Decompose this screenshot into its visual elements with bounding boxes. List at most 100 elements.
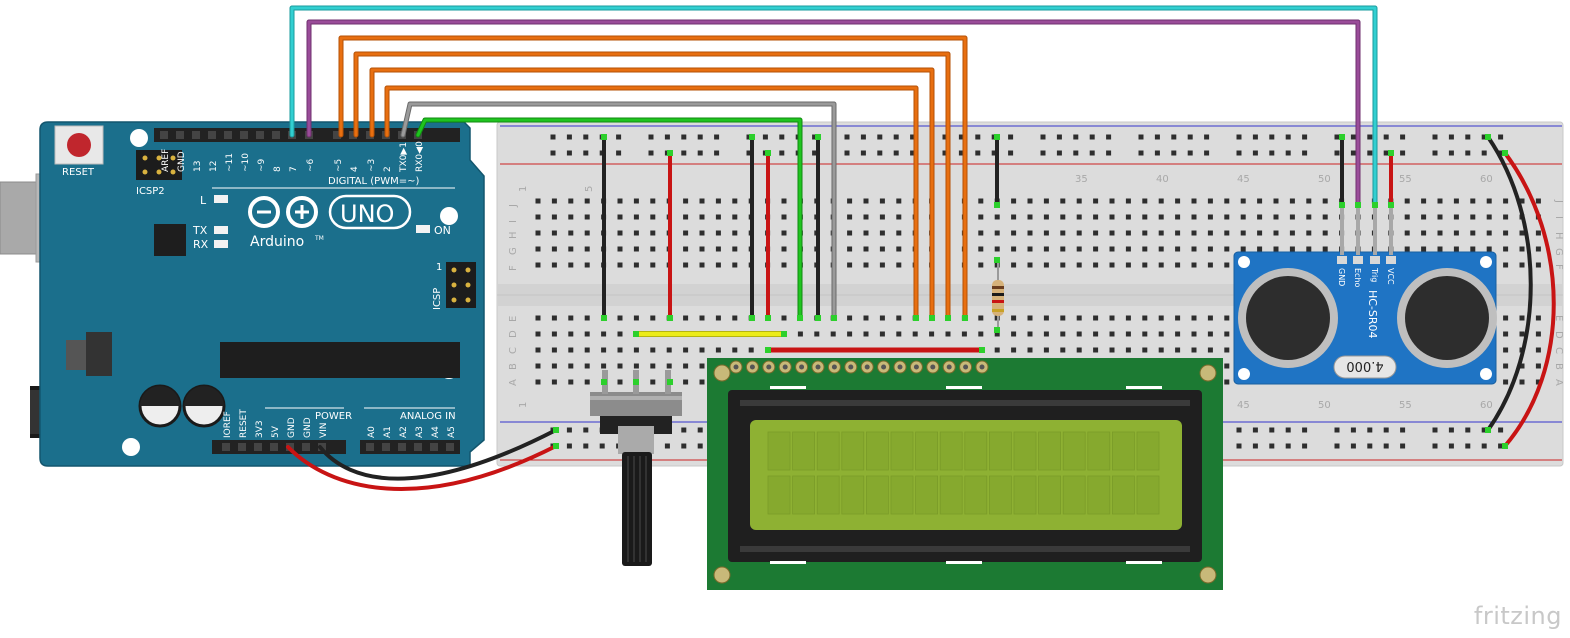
- breadboard-hole: [896, 315, 902, 321]
- board-name: UNO: [340, 200, 394, 228]
- wire-endpoint: [749, 315, 755, 321]
- lcd-character-cell: [890, 475, 914, 515]
- breadboard-hole: [1334, 134, 1340, 140]
- breadboard-row-letter: G: [1553, 248, 1564, 256]
- breadboard-hole: [1257, 198, 1263, 204]
- wire-endpoint: [797, 315, 803, 321]
- breadboard-hole: [699, 379, 705, 385]
- breadboard-hole: [568, 347, 574, 353]
- breadboard-hole: [566, 150, 572, 156]
- breadboard-hole: [912, 331, 918, 337]
- breadboard-hole: [994, 214, 1000, 220]
- breadboard-hole: [1191, 198, 1197, 204]
- breadboard-hole: [1289, 198, 1295, 204]
- breadboard-row-letter: B: [1553, 363, 1564, 370]
- header-pin: [446, 443, 454, 451]
- breadboard-hole: [1302, 134, 1308, 140]
- breadboard-hole: [781, 262, 787, 268]
- breadboard-hole: [945, 331, 951, 337]
- sensor-pin: [1356, 205, 1360, 255]
- breadboard-hole: [650, 379, 656, 385]
- breadboard-hole: [1535, 331, 1541, 337]
- breadboard-hole: [1273, 246, 1279, 252]
- breadboard-hole: [1481, 443, 1487, 449]
- breadboard-hole: [1224, 347, 1230, 353]
- breadboard-hole: [1350, 150, 1356, 156]
- breadboard-column-number: 1: [518, 186, 529, 192]
- digital-pin-label: RX0◀0: [415, 141, 425, 172]
- breadboard-hole: [1257, 246, 1263, 252]
- breadboard-hole: [1191, 262, 1197, 268]
- breadboard-hole: [978, 214, 984, 220]
- reset-label: RESET: [62, 167, 95, 178]
- header-pin: [176, 131, 184, 139]
- lcd-character-cell: [792, 475, 815, 515]
- breadboard-hole: [1289, 214, 1295, 220]
- breadboard-hole: [1519, 246, 1525, 252]
- breadboard-hole: [1383, 134, 1389, 140]
- wire-endpoint: [1388, 202, 1394, 208]
- breadboard-hole: [601, 363, 607, 369]
- digital-pin-label: ~3: [367, 159, 377, 172]
- breadboard-hole: [1027, 315, 1033, 321]
- breadboard-hole: [994, 246, 1000, 252]
- breadboard-hole: [847, 214, 853, 220]
- breadboard-hole: [746, 150, 752, 156]
- led-rx-label: RX: [193, 238, 209, 251]
- wires: [286, 5, 1556, 491]
- breadboard-hole: [1175, 331, 1181, 337]
- analog-header: [360, 440, 460, 454]
- breadboard-hole: [1224, 331, 1230, 337]
- breadboard-hole: [1207, 230, 1213, 236]
- wire-endpoint: [1372, 202, 1378, 208]
- breadboard-hole: [1322, 214, 1328, 220]
- breadboard-hole: [617, 246, 623, 252]
- crystal-label: 4.000: [1346, 358, 1383, 373]
- breadboard-hole: [683, 198, 689, 204]
- breadboard-hole: [1252, 443, 1258, 449]
- breadboard-hole: [1043, 262, 1049, 268]
- breadboard-hole: [715, 347, 721, 353]
- breadboard-hole: [1367, 150, 1373, 156]
- breadboard-hole: [1027, 214, 1033, 220]
- power-pin-label: GND: [287, 417, 297, 438]
- breadboard-hole: [1448, 134, 1454, 140]
- breadboard-hole: [877, 150, 883, 156]
- breadboard-row-letter: E: [1553, 315, 1564, 321]
- breadboard-row-letter: C: [1553, 347, 1564, 354]
- breadboard-hole: [633, 198, 639, 204]
- breadboard-column-number: 60: [1480, 400, 1493, 411]
- breadboard-hole: [732, 230, 738, 236]
- breadboard-hole: [1367, 443, 1373, 449]
- breadboard-hole: [683, 246, 689, 252]
- breadboard-hole: [1306, 230, 1312, 236]
- breadboard-hole: [617, 230, 623, 236]
- breadboard-hole: [664, 134, 670, 140]
- lcd-pin-hole: [815, 364, 821, 370]
- breadboard-hole: [551, 230, 557, 236]
- breadboard-hole: [1470, 198, 1476, 204]
- breadboard-column-number: 55: [1399, 400, 1412, 411]
- wire-endpoint: [1388, 150, 1394, 156]
- wire-endpoint: [765, 347, 771, 353]
- breadboard-hole: [814, 331, 820, 337]
- breadboard-hole: [683, 230, 689, 236]
- breadboard-hole: [1224, 246, 1230, 252]
- breadboard-hole: [1269, 443, 1275, 449]
- led-tx-label: TX: [192, 224, 208, 237]
- breadboard-hole: [1470, 214, 1476, 220]
- breadboard-hole: [650, 214, 656, 220]
- breadboard-hole: [1060, 347, 1066, 353]
- breadboard-hole: [1011, 214, 1017, 220]
- breadboard-hole: [1040, 134, 1046, 140]
- breadboard-hole: [1236, 443, 1242, 449]
- breadboard-hole: [896, 262, 902, 268]
- breadboard-hole: [584, 262, 590, 268]
- breadboard-hole: [896, 331, 902, 337]
- transducer: [1397, 268, 1497, 368]
- breadboard-hole: [617, 198, 623, 204]
- wire-endpoint: [553, 427, 559, 433]
- breadboard-hole: [1498, 134, 1504, 140]
- power-pin-label: 3V3: [255, 420, 265, 438]
- breadboard-hole: [1257, 230, 1263, 236]
